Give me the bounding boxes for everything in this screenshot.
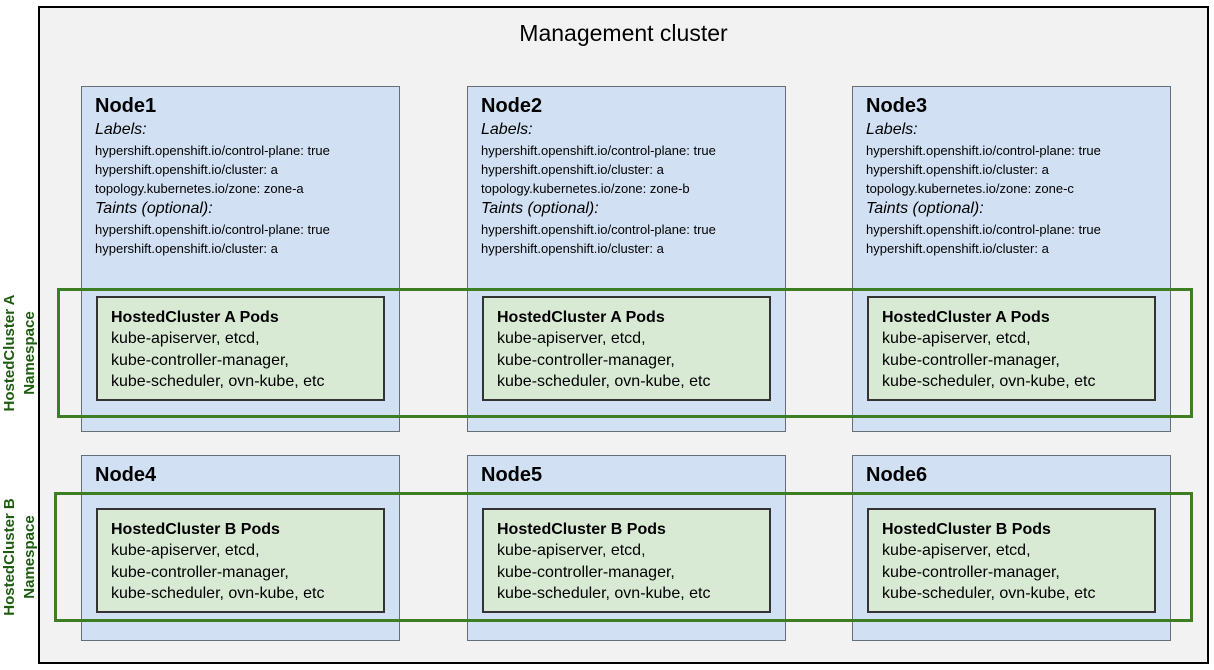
pods-line: kube-controller-manager, [882, 563, 1060, 581]
node5-hostedcluster-b-pods-box: HostedCluster B Pods kube-apiserver, etc… [482, 508, 771, 613]
node3-taint: hypershift.openshift.io/control-plane: t… [866, 222, 1101, 237]
node5-title: Node5 [481, 464, 543, 486]
node3-label: hypershift.openshift.io/control-plane: t… [866, 143, 1101, 158]
pods-line: kube-controller-manager, [111, 563, 289, 581]
node3-box: Node3 Labels: hypershift.openshift.io/co… [852, 86, 1171, 432]
node1-labels-header: Labels: [95, 121, 147, 138]
namespace-label-line: Namespace [21, 311, 38, 395]
node4-box: Node4 HostedCluster B Pods kube-apiserve… [81, 455, 400, 641]
node2-taint: hypershift.openshift.io/cluster: a [481, 241, 664, 256]
namespace-label-line: HostedCluster B [1, 498, 18, 616]
node2-hostedcluster-a-pods-box: HostedCluster A Pods kube-apiserver, etc… [482, 296, 771, 401]
node3-label: topology.kubernetes.io/zone: zone-c [866, 181, 1074, 196]
pods-box-title: HostedCluster B Pods [111, 521, 280, 538]
node4-title: Node4 [95, 464, 157, 486]
node1-label: topology.kubernetes.io/zone: zone-a [95, 181, 304, 196]
node6-hostedcluster-b-pods-box: HostedCluster B Pods kube-apiserver, etc… [867, 508, 1156, 613]
pods-line: kube-controller-manager, [882, 351, 1060, 369]
pods-line: kube-scheduler, ovn-kube, etc [882, 373, 1096, 390]
management-cluster-title: Management cluster [519, 20, 728, 46]
node3-title: Node3 [866, 95, 928, 117]
node2-label: hypershift.openshift.io/control-plane: t… [481, 143, 716, 158]
pods-line: kube-apiserver, etcd, [497, 542, 646, 559]
node3-labels-header: Labels: [866, 121, 918, 138]
node2-taint: hypershift.openshift.io/control-plane: t… [481, 222, 716, 237]
node6-box: Node6 HostedCluster B Pods kube-apiserve… [852, 455, 1171, 641]
node3-taints-header: Taints (optional): [866, 200, 984, 217]
pods-line: kube-scheduler, ovn-kube, etc [111, 373, 325, 390]
hostedcluster-a-namespace-label: HostedCluster A Namespace [0, 288, 44, 418]
namespace-label-line: HostedCluster A [1, 294, 18, 412]
node3-label: hypershift.openshift.io/cluster: a [866, 162, 1049, 177]
pods-line: kube-apiserver, etcd, [882, 330, 1031, 347]
node4-hostedcluster-b-pods-box: HostedCluster B Pods kube-apiserver, etc… [96, 508, 385, 613]
node2-box: Node2 Labels: hypershift.openshift.io/co… [467, 86, 786, 432]
pods-line: kube-controller-manager, [497, 563, 675, 581]
namespace-label-line: Namespace [21, 515, 38, 599]
node1-label: hypershift.openshift.io/cluster: a [95, 162, 278, 177]
pods-line: kube-controller-manager, [497, 351, 675, 369]
pods-line: kube-scheduler, ovn-kube, etc [497, 373, 711, 390]
node2-labels-header: Labels: [481, 121, 533, 138]
node2-label: topology.kubernetes.io/zone: zone-b [481, 181, 690, 196]
pods-line: kube-scheduler, ovn-kube, etc [111, 585, 325, 602]
pods-box-title: HostedCluster B Pods [497, 521, 666, 538]
node1-label: hypershift.openshift.io/control-plane: t… [95, 143, 330, 158]
pods-box-title: HostedCluster A Pods [882, 309, 1050, 326]
node1-hostedcluster-a-pods-box: HostedCluster A Pods kube-apiserver, etc… [96, 296, 385, 401]
pods-box-title: HostedCluster B Pods [882, 521, 1051, 538]
node6-title: Node6 [866, 464, 928, 486]
node1-taint: hypershift.openshift.io/control-plane: t… [95, 222, 330, 237]
hostedcluster-b-namespace-label: HostedCluster B Namespace [0, 492, 44, 622]
node1-box: Node1 Labels: hypershift.openshift.io/co… [81, 86, 400, 432]
node1-taints-header: Taints (optional): [95, 200, 213, 217]
node3-taint: hypershift.openshift.io/cluster: a [866, 241, 1049, 256]
pods-line: kube-scheduler, ovn-kube, etc [497, 585, 711, 602]
node2-label: hypershift.openshift.io/cluster: a [481, 162, 664, 177]
pods-line: kube-apiserver, etcd, [882, 542, 1031, 559]
pods-line: kube-apiserver, etcd, [111, 542, 260, 559]
node2-title: Node2 [481, 95, 543, 117]
node3-hostedcluster-a-pods-box: HostedCluster A Pods kube-apiserver, etc… [867, 296, 1156, 401]
node1-taint: hypershift.openshift.io/cluster: a [95, 241, 278, 256]
pods-line: kube-apiserver, etcd, [111, 330, 260, 347]
pods-box-title: HostedCluster A Pods [111, 309, 279, 326]
pods-line: kube-apiserver, etcd, [497, 330, 646, 347]
node1-title: Node1 [95, 95, 157, 117]
node5-box: Node5 HostedCluster B Pods kube-apiserve… [467, 455, 786, 641]
pods-box-title: HostedCluster A Pods [497, 309, 665, 326]
pods-line: kube-scheduler, ovn-kube, etc [882, 585, 1096, 602]
pods-line: kube-controller-manager, [111, 351, 289, 369]
node2-taints-header: Taints (optional): [481, 200, 599, 217]
